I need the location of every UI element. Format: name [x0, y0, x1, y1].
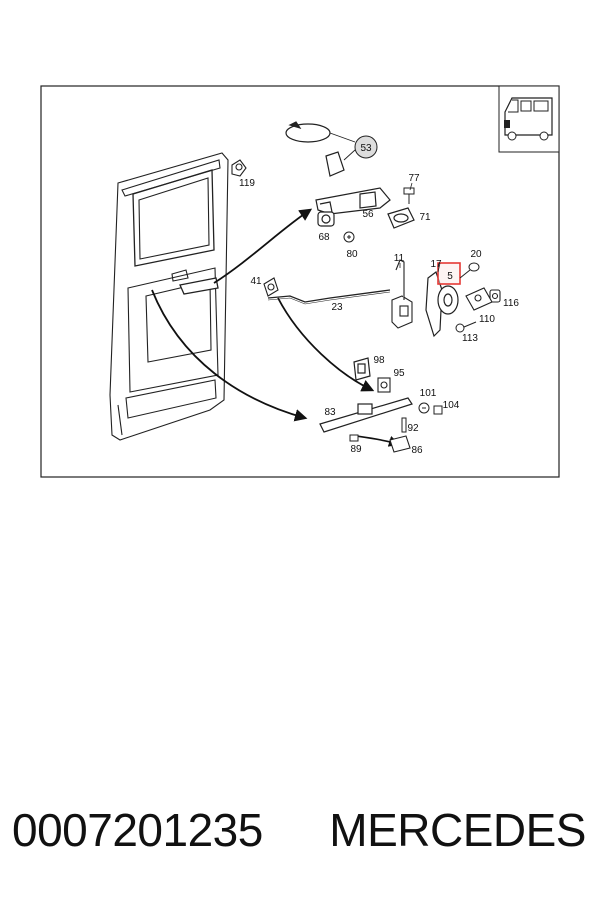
callout-71: 71 — [419, 212, 431, 223]
screw-113 — [455, 321, 477, 333]
bracket-95 — [377, 377, 391, 393]
callout-20: 20 — [470, 249, 482, 260]
callout-56: 56 — [362, 209, 374, 220]
van-thumbnail-icon — [498, 85, 560, 153]
callout-86: 86 — [411, 445, 423, 456]
highlight-box — [437, 262, 461, 285]
striker-116 — [489, 289, 501, 303]
pin-92 — [401, 417, 407, 433]
callout-80: 80 — [346, 249, 358, 260]
callout-101: 101 — [420, 388, 437, 399]
callout-119: 119 — [239, 178, 255, 189]
door-lock-11 — [391, 259, 413, 329]
latch-bracket-17 — [425, 271, 443, 338]
callout-113: 113 — [462, 333, 478, 344]
callout-11: 11 — [394, 253, 405, 264]
screw-101 — [418, 402, 430, 414]
brand-name: MERCEDES — [329, 804, 586, 856]
clip-41 — [263, 277, 279, 297]
callout-92: 92 — [407, 423, 419, 434]
callout-5: 5 — [447, 271, 453, 282]
screw-20 — [459, 262, 480, 279]
callout-17: 17 — [430, 259, 442, 270]
striker-plate-110 — [465, 287, 493, 311]
rod-23 — [267, 289, 391, 303]
clip-104 — [433, 405, 443, 415]
callout-53: 53 — [360, 143, 372, 154]
callout-116: 116 — [503, 298, 519, 309]
guide-98 — [353, 357, 371, 381]
lock-cylinder-68 — [317, 211, 335, 227]
callout-77: 77 — [408, 173, 420, 184]
parts-diagram: 53 119 77 56 71 68 80 11 17 20 5 41 23 1… — [40, 85, 560, 478]
footer: 0007201235 MERCEDES — [0, 800, 600, 860]
rotary-latch-5 — [437, 285, 459, 315]
leader-arrow-rod — [151, 289, 308, 422]
nut-119 — [231, 159, 247, 177]
leader-arrow-handle — [213, 208, 313, 284]
rear-door-panel — [109, 152, 229, 441]
screw-77 — [403, 187, 415, 204]
callout-68: 68 — [318, 232, 330, 243]
callout-95: 95 — [393, 368, 405, 379]
diagram-frame — [40, 85, 560, 478]
screw-80 — [343, 231, 355, 243]
callout-53-circle — [354, 135, 378, 159]
bracket-86 — [389, 435, 411, 453]
slider-bar-83 — [319, 397, 413, 433]
part-number: 0007201235 — [12, 804, 263, 856]
outer-handle-56 — [315, 187, 391, 215]
callout-98: 98 — [373, 355, 385, 366]
callout-89: 89 — [350, 444, 362, 455]
bezel-71 — [387, 207, 415, 229]
callout-23: 23 — [331, 302, 343, 313]
clip-89 — [349, 434, 359, 442]
callout-104: 104 — [443, 400, 460, 411]
callout-41: 41 — [250, 276, 262, 287]
callout-110: 110 — [479, 314, 495, 325]
bracket-53b — [325, 151, 345, 177]
callout-83: 83 — [324, 407, 336, 418]
leader-arrow-slider — [277, 297, 375, 392]
